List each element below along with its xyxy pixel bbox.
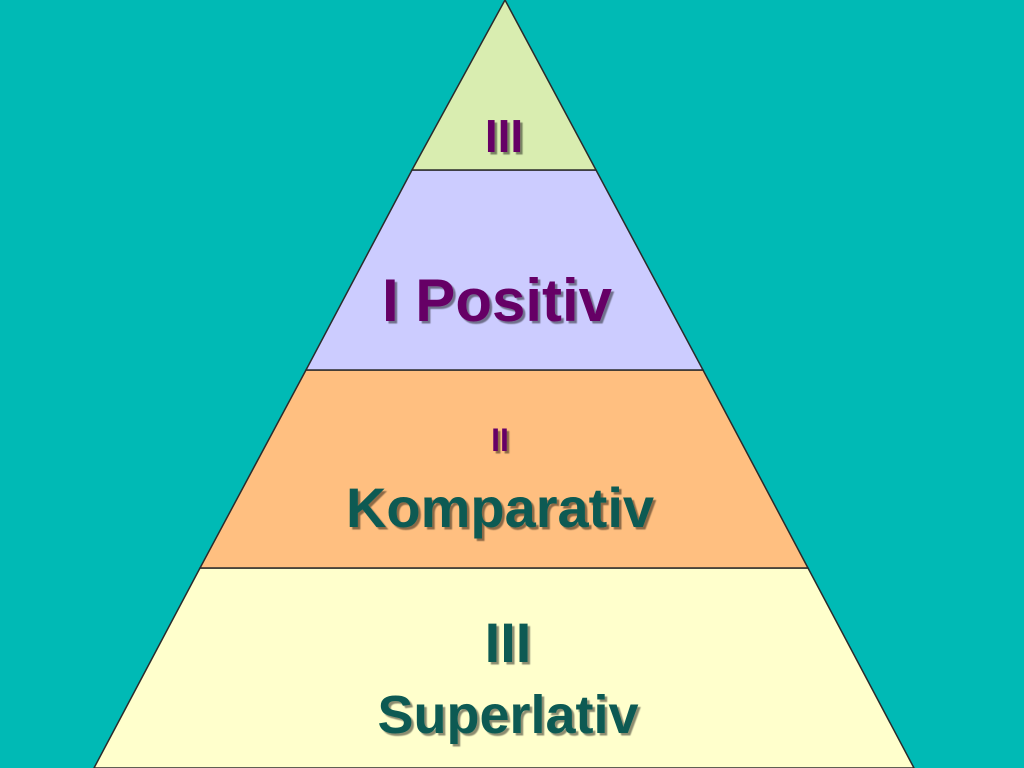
superlative-number: III xyxy=(485,611,532,674)
positive-label: I Positiv xyxy=(382,267,613,334)
top-layer-label: III xyxy=(485,110,523,162)
comparative-number: II xyxy=(491,422,509,458)
comparative-label: Komparativ xyxy=(346,476,654,539)
pyramid-layer-top xyxy=(410,0,598,171)
superlative-label: Superlativ xyxy=(377,685,638,745)
